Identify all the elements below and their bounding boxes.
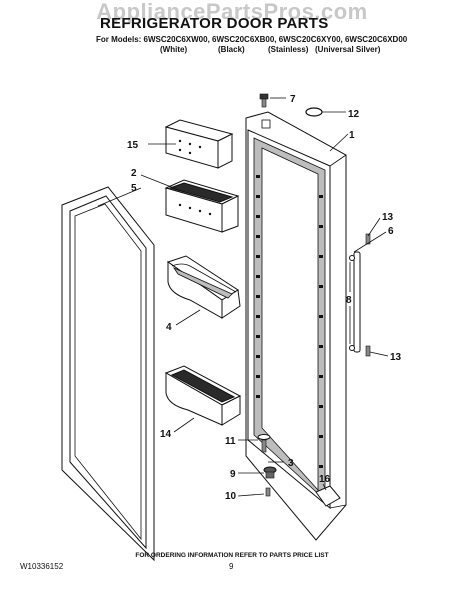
ordering-note: FOR ORDERING INFORMATION REFER TO PARTS …: [135, 552, 329, 559]
callout-6: 6: [388, 226, 394, 237]
callout-4: 4: [166, 322, 172, 333]
door-assembly: [245, 111, 347, 541]
page-number: 9: [229, 562, 234, 571]
callout-2: 2: [131, 168, 137, 179]
callout-1: 1: [349, 130, 355, 141]
door-shelf-15: [164, 119, 234, 169]
model-list: For Models: 6WSC20C6XW00, 6WSC20C6XB00, …: [96, 35, 408, 44]
door-handle-8: [349, 233, 371, 357]
callout-7: 7: [290, 94, 296, 105]
callout-9: 9: [230, 469, 236, 480]
page-title: REFRIGERATOR DOOR PARTS: [100, 15, 329, 32]
door-gasket: [61, 186, 155, 562]
hinge-screw-7: [259, 93, 269, 108]
door-shelf-2: [164, 179, 240, 233]
door-bin-4: [166, 255, 241, 319]
callout-13-top: 13: [382, 212, 394, 223]
callout-16: 16: [319, 474, 331, 485]
leader-lines: [97, 97, 389, 497]
callout-12: 12: [348, 109, 360, 120]
model-color-stainless: (Stainless): [268, 45, 309, 54]
callout-3: 3: [288, 458, 294, 469]
callout-8: 8: [346, 295, 352, 306]
model-color-white: (White): [160, 45, 188, 54]
hinge-bushing-12: [305, 107, 323, 117]
callout-11: 11: [225, 436, 236, 447]
callout-15: 15: [127, 140, 139, 151]
document-number: W10336152: [20, 562, 64, 571]
model-color-universal-silver: (Universal Silver): [315, 45, 381, 54]
bottom-hinge-parts: [257, 434, 277, 497]
watermark: AppliancePartsPros.com: [96, 0, 368, 24]
callout-5: 5: [131, 183, 137, 194]
callout-10: 10: [225, 491, 237, 502]
door-bin-14: [164, 365, 242, 426]
callout-14: 14: [160, 429, 172, 440]
callout-13-bottom: 13: [390, 352, 402, 363]
model-color-black: (Black): [218, 45, 245, 54]
